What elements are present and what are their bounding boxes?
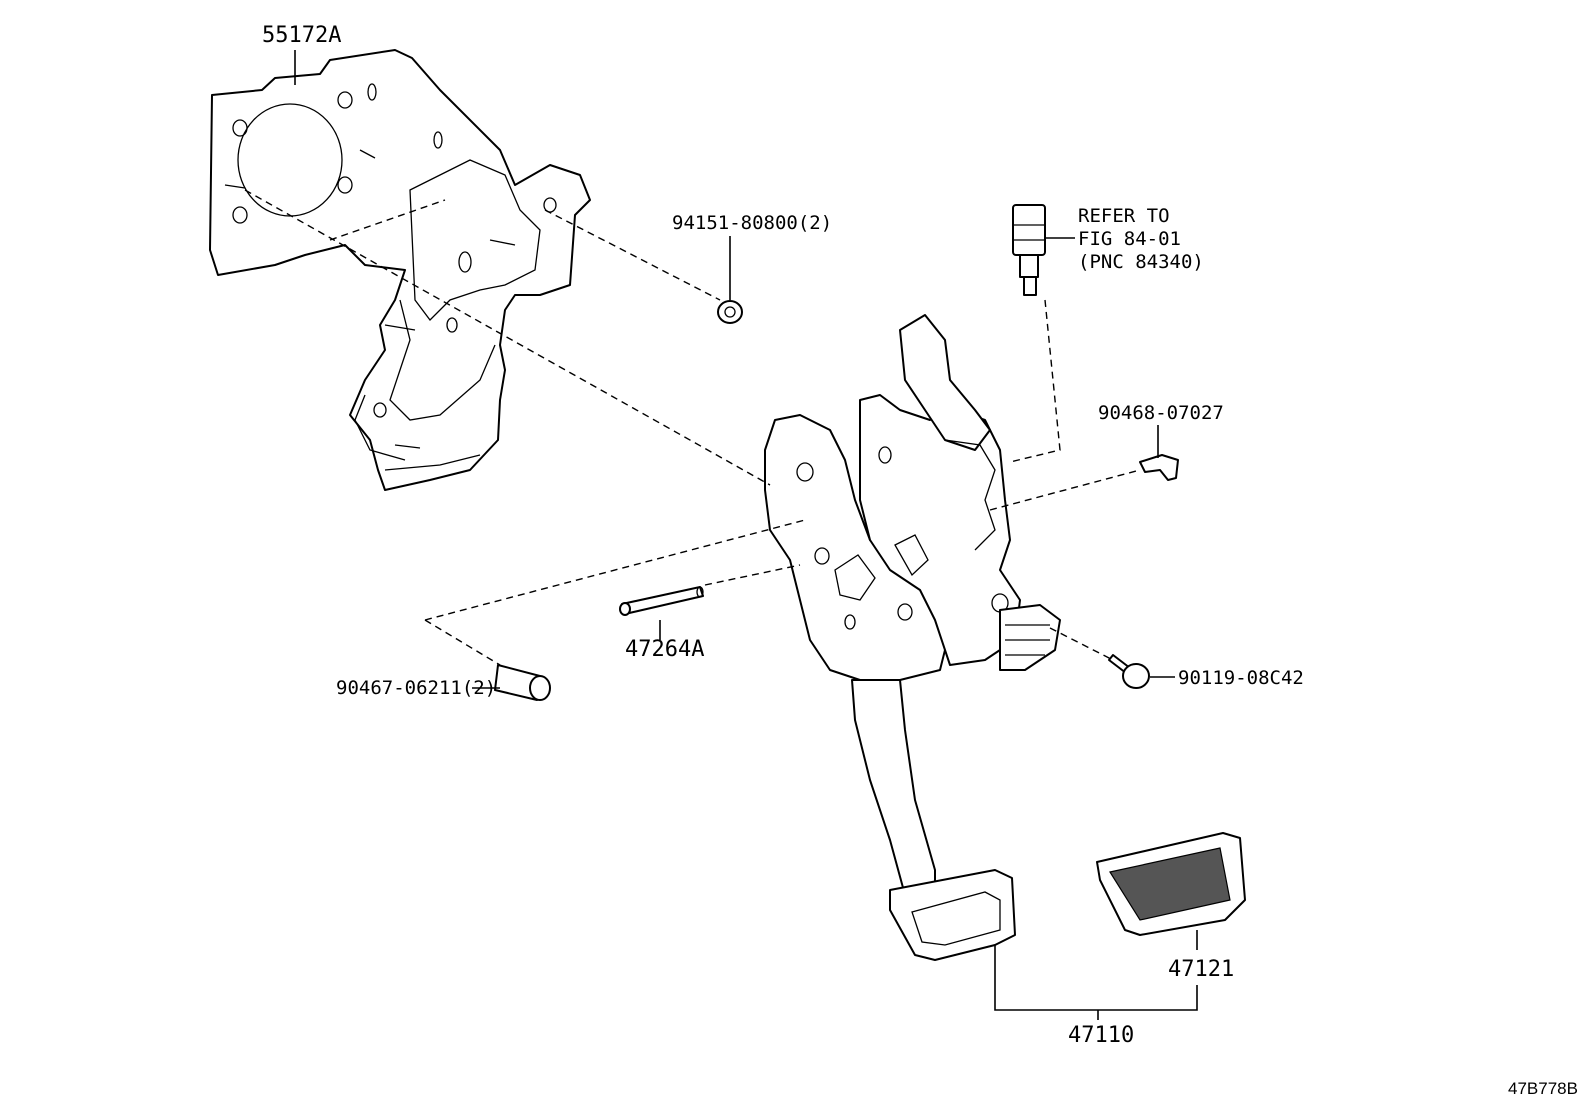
figure-id: 47B778B — [1508, 1079, 1578, 1098]
label-stopper: 90467-06211(2) — [336, 677, 496, 699]
label-bolt: 90119-08C42 — [1178, 667, 1304, 689]
label-pedal-assembly: 47110 — [1068, 1023, 1134, 1048]
label-pin: 47264A — [625, 637, 704, 662]
label-switch-ref-line1: REFER TO — [1078, 205, 1170, 227]
label-pedal-pad: 47121 — [1168, 957, 1234, 982]
label-nut: 94151-80800(2) — [672, 212, 832, 234]
pin-drawing — [619, 586, 704, 616]
stopper-drawing — [494, 664, 551, 701]
pedal-pad-drawing — [1096, 832, 1246, 936]
label-switch-ref-line2: FIG 84-01 — [1078, 228, 1181, 250]
pedal-bracket-drawing — [764, 314, 1061, 681]
label-switch-ref-line3: (PNC 84340) — [1078, 251, 1204, 273]
stop-light-switch-drawing — [1012, 204, 1046, 296]
label-bracket-panel: 55172A — [262, 23, 341, 48]
assembly-lines — [244, 189, 1141, 666]
label-clip: 90468-07027 — [1098, 402, 1224, 424]
bracket-panel-drawing — [209, 49, 591, 491]
brake-pedal-drawing — [851, 679, 1016, 961]
bolt-drawing — [1108, 654, 1150, 689]
clip-drawing — [1139, 454, 1179, 481]
nut-drawing — [717, 300, 743, 324]
leader-lines — [294, 50, 1198, 1020]
